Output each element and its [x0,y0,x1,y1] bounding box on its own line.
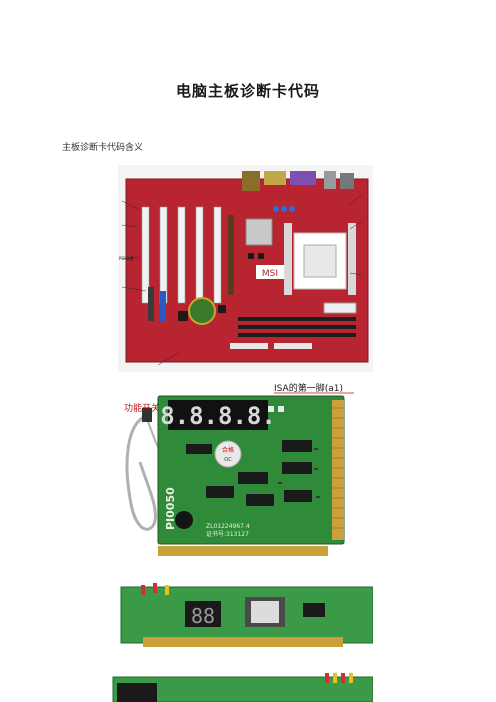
diagnostic-card-photo: 功能开关 ISA的第一脚(a1) 8.8.8.8. [118,378,354,560]
cert-number: 证书号:313127 [206,530,249,538]
model-text: PI0050 [164,487,177,530]
pcie-label: PCI插槽 [119,255,133,261]
patent-number: ZL01224967.4 [206,523,250,530]
motherboard-photo: MSI PCI插槽 [118,165,373,372]
callout-function-switch: 功能开关 [124,402,160,414]
pci-card-photo: 88 [103,583,373,702]
pci-display: 88 [191,604,215,628]
seven-seg-display: 8.8.8.8. [160,402,276,430]
msi-logo: MSI [262,269,278,279]
page-title: 电脑主板诊断卡代码 [175,82,320,100]
section-subtitle: 主板诊断卡代码含义 [62,143,144,153]
callout-isa-pin: ISA的第一脚(a1) [274,382,343,394]
qc-code: OC [224,457,232,463]
qc-sticker: 合格 [222,446,234,454]
